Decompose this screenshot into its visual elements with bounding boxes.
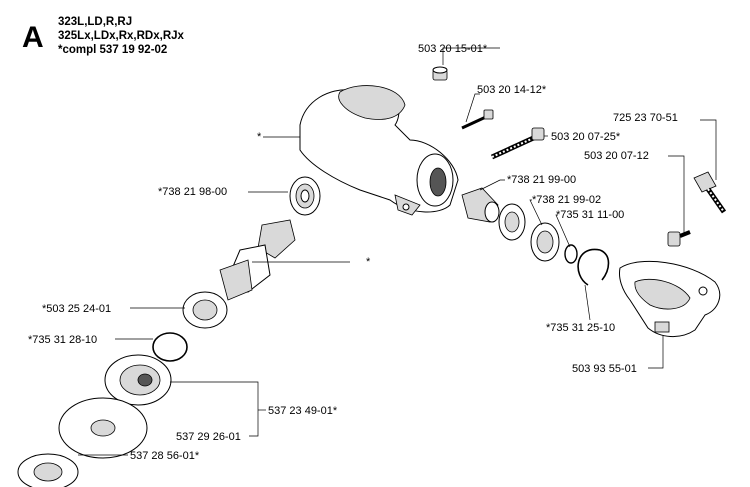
pinion-shaft-part	[219, 219, 296, 301]
label-503-20-15-01: 503 20 15-01*	[418, 43, 488, 55]
gear-housing-part	[299, 85, 459, 216]
bearing-738-21-99-00-part	[498, 203, 526, 241]
label-asterisk-housing: *	[257, 131, 262, 143]
label-537-28-56-01: 537 28 56-01*	[130, 450, 200, 462]
models-line-2: 325Lx,LDx,Rx,RDx,RJx	[58, 30, 185, 42]
label-503-20-14-12: 503 20 14-12*	[477, 84, 547, 96]
support-cup-part	[58, 397, 148, 459]
label-asterisk-shaft: *	[366, 256, 371, 268]
label-725-23-70-51: 725 23 70-51	[613, 112, 678, 124]
small-screw-part	[461, 109, 494, 130]
lower-bearing-part	[182, 291, 228, 329]
plug-screw-part	[432, 66, 448, 81]
long-screw-part	[490, 127, 545, 160]
section-letter: A	[22, 21, 44, 54]
bearing-738-21-99-02-part	[530, 222, 560, 262]
label-503-93-55-01: 503 93 55-01	[572, 363, 637, 375]
label-735-31-11-00: *735 31 11-00	[556, 209, 624, 221]
label-735-31-28-10: *735 31 28-10	[28, 334, 97, 346]
label-735-31-25-10: *735 31 25-10	[546, 322, 615, 334]
label-503-25-24-01: *503 25 24-01	[42, 303, 111, 315]
nut-part	[17, 453, 79, 487]
circlip-735-31-28-10-part	[152, 332, 188, 362]
kit-line: *compl 537 19 92-02	[58, 44, 167, 56]
circlip-735-31-25-10-part	[577, 248, 610, 286]
label-537-29-26-01: 537 29 26-01	[176, 431, 241, 443]
screw-503-20-07-12-part	[667, 230, 691, 247]
upper-bearing-part	[289, 176, 321, 216]
label-738-21-98-00: *738 21 98-00	[158, 186, 227, 198]
circlip-735-31-11-00-part	[564, 244, 578, 264]
label-503-20-07-12: 503 20 07-12	[584, 150, 649, 162]
label-738-21-99-02: *738 21 99-02	[532, 194, 601, 206]
guard-part	[619, 260, 721, 337]
bevel-gear-part	[461, 187, 500, 223]
label-738-21-99-00: *738 21 99-00	[507, 174, 576, 186]
label-503-20-07-25: 503 20 07-25*	[551, 131, 621, 143]
bolt-725-part	[693, 171, 727, 214]
label-537-23-49-01: 537 23 49-01*	[268, 405, 338, 417]
models-line-1: 323L,LD,R,RJ	[58, 16, 132, 28]
drive-disc-part	[104, 354, 172, 406]
